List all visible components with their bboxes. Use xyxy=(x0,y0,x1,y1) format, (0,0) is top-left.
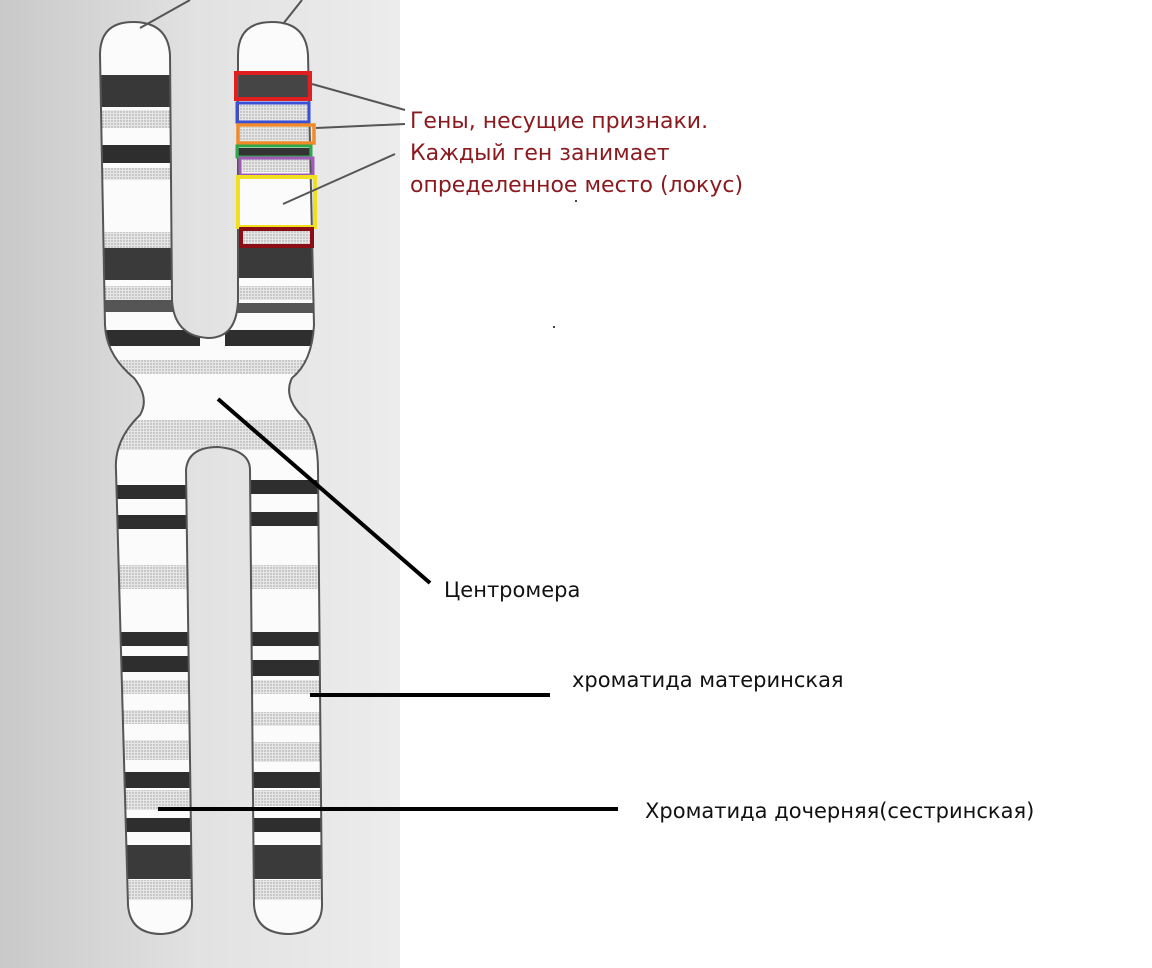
speck xyxy=(553,326,555,328)
centromere-pointer xyxy=(216,397,432,585)
telomere-line-right xyxy=(282,0,303,25)
genes-label-line-3: определенное место (локус) xyxy=(410,173,744,198)
gene-pointer-line-3 xyxy=(282,153,396,205)
gene-locus-box-blue xyxy=(235,101,311,124)
genes-label-line-2: Каждый ген занимает xyxy=(410,141,670,166)
gene-locus-box-darkred xyxy=(239,227,314,248)
telomere-line-left xyxy=(139,0,191,29)
daughter-chromatid-label: Хроматида дочерняя(сестринская) xyxy=(645,799,1035,823)
centromere-label: Центромера xyxy=(444,578,581,602)
gene-pointer-line-2 xyxy=(315,123,406,129)
paper-background xyxy=(0,0,400,968)
genes-label: Гены, несущие признаки. Каждый ген заним… xyxy=(410,106,743,202)
genes-label-line-1: Гены, несущие признаки. xyxy=(410,109,709,134)
gene-locus-box-red xyxy=(234,71,312,101)
gene-pointer-line-1 xyxy=(311,83,406,111)
speck xyxy=(575,200,577,202)
maternal-chromatid-label: хроматида материнская xyxy=(572,668,844,692)
gene-locus-box-orange xyxy=(236,123,316,145)
